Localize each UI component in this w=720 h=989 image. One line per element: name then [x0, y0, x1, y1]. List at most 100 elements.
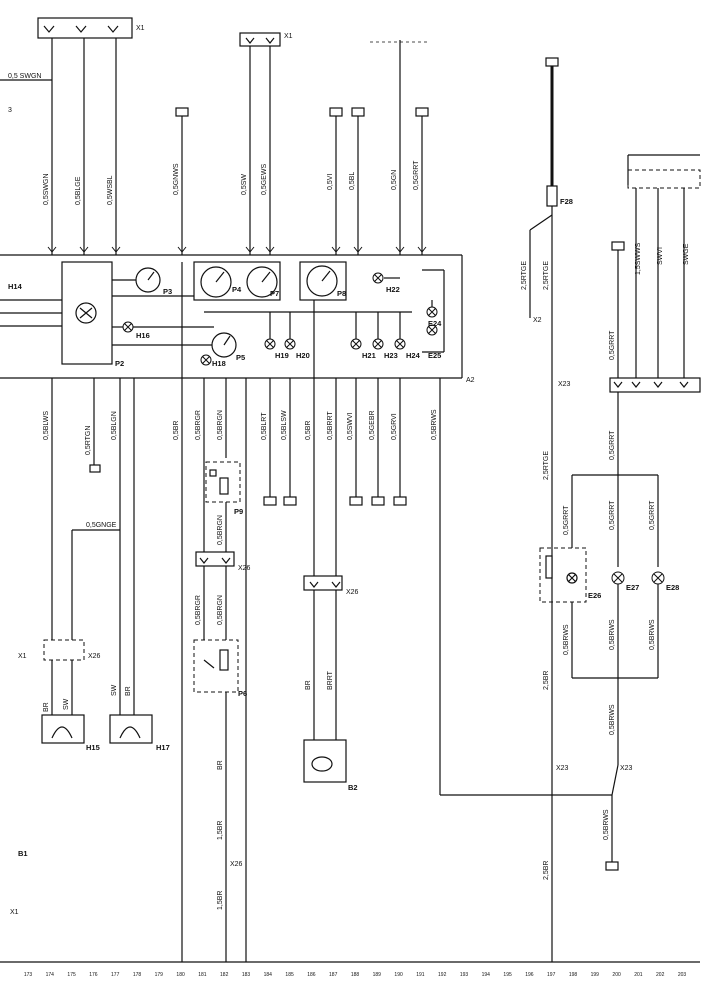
h17-label: H17 [156, 743, 170, 752]
h24-label: H24 [406, 351, 421, 360]
wire-brrt2: BRRT [327, 670, 334, 690]
column-number: 173 [24, 972, 33, 978]
wire-sw3: SW [63, 698, 70, 710]
wire-br1: 0,5BR [173, 421, 180, 440]
column-number: 193 [460, 972, 469, 978]
wire-wsbl: 0,5WSBL [107, 175, 114, 205]
wire-brws4: 0,5BRWS [649, 619, 656, 650]
e25-label: E25 [428, 351, 441, 360]
wire-grrt: 0,5GRRT [413, 160, 420, 190]
wire-blrt: 0,5BLRT [261, 412, 268, 440]
h20-label: H20 [296, 351, 310, 360]
column-number: 197 [547, 972, 556, 978]
wire-swgn: 0,5SWGN [43, 173, 50, 205]
column-number: 187 [329, 972, 338, 978]
wire-blsw: 0,5BLSW [281, 410, 288, 440]
x23-label-a: X23 [558, 381, 571, 388]
wire-gn: 0,5GN [391, 170, 398, 190]
wire-brgn-b: 0,5BRGN [217, 595, 224, 625]
connector-x1-top-left: X1 [37, 17, 145, 39]
h18-label: H18 [212, 359, 226, 368]
wire-blge: 0,5BLGE [75, 176, 82, 205]
column-number: 185 [285, 972, 294, 978]
lamp-e26: E26 [539, 547, 601, 603]
wire-sw2: SW [111, 684, 118, 696]
wire-swvi: SWVI [657, 247, 664, 265]
column-number: 198 [569, 972, 578, 978]
wire-br15a: 1,5BR [217, 821, 224, 840]
column-number: 178 [133, 972, 142, 978]
p5-label: P5 [236, 353, 245, 362]
wire-gnws: 0,5GNWS [173, 163, 180, 195]
sender-p9: P9 [205, 461, 243, 516]
wire-br3: BR [43, 702, 50, 712]
p6-label: P6 [238, 689, 247, 698]
h21-label: H21 [362, 351, 376, 360]
column-number: 189 [373, 972, 382, 978]
a2-label: A2 [466, 377, 475, 384]
column-number: 174 [46, 972, 55, 978]
wire-brws: 0,5BRWS [431, 409, 438, 440]
wire-swvi2: 0,5SWVI [347, 412, 354, 440]
column-number: 182 [220, 972, 229, 978]
column-number: 195 [503, 972, 512, 978]
wire-blws: 0,5BLWS [43, 411, 50, 440]
x1-label: X1 [136, 25, 145, 32]
wire-gews: 0,5GEWS [261, 164, 268, 195]
x23-label-c: X23 [556, 765, 569, 772]
column-number: 180 [176, 972, 185, 978]
connector-x1-top-middle: X1 [239, 32, 293, 47]
b2-label: B2 [348, 783, 358, 792]
p4-label: P4 [232, 285, 242, 294]
p7-label: P7 [270, 289, 279, 298]
h22-label: H22 [386, 285, 400, 294]
column-number: 199 [591, 972, 600, 978]
x26-label-a: X26 [238, 565, 251, 572]
wire-rtge-b: 2,5RTGE [543, 261, 550, 290]
connector-x26-a: X26 [195, 551, 251, 572]
column-number: 196 [525, 972, 534, 978]
column-number: 179 [155, 972, 164, 978]
h16-label: H16 [136, 331, 150, 340]
wire-vi: 0,5VI [327, 174, 334, 190]
connector-x26-c: X26 [303, 575, 359, 596]
column-number: 201 [634, 972, 643, 978]
wire-br2: 0,5BR [305, 421, 312, 440]
column-number: 177 [111, 972, 120, 978]
column-number: 181 [198, 972, 207, 978]
wire-swws: 1,5SWWS [635, 242, 642, 275]
column-number: 175 [67, 972, 76, 978]
wire-brws5: 0,5BRWS [609, 704, 616, 735]
wire-top-swgn: 0,5 SWGN [8, 73, 41, 80]
wire-br5: BR [305, 680, 312, 690]
h19-label: H19 [275, 351, 289, 360]
wire-br-horn: BR [125, 686, 132, 696]
wire-brws6: 0,5BRWS [603, 809, 610, 840]
wire-gebr: 0,5GEBR [369, 410, 376, 440]
h14-label: H14 [8, 282, 23, 291]
column-number: 202 [656, 972, 665, 978]
connector-x26-b: X26 [43, 639, 101, 661]
wire-grrt5: 0,5GRRT [609, 500, 616, 530]
wire-grrt3: 0,5GRRT [563, 505, 570, 535]
wire-rtgn: 0,5RTGN [85, 426, 92, 455]
fuse-f28: F28 [546, 185, 573, 207]
wire-brrt: 0,5BRRT [327, 411, 334, 440]
e24-label: E24 [428, 319, 442, 328]
wire-rtge-a: 2,5RTGE [521, 261, 528, 290]
x1-label-3: X1 [18, 653, 27, 660]
wire-gnge: 0,5GNGE [86, 522, 117, 529]
column-number: 176 [89, 972, 98, 978]
p2-label: P2 [115, 359, 124, 368]
column-number: 191 [416, 972, 425, 978]
h15-label: H15 [86, 743, 100, 752]
p9-label: P9 [234, 507, 243, 516]
column-number: 186 [307, 972, 316, 978]
x2-label: X2 [533, 317, 542, 324]
column-number: 184 [264, 972, 273, 978]
sender-p6: P6 [193, 639, 247, 698]
e28-label: E28 [666, 583, 679, 592]
b1-label: B1 [18, 849, 28, 858]
column-number: 192 [438, 972, 447, 978]
